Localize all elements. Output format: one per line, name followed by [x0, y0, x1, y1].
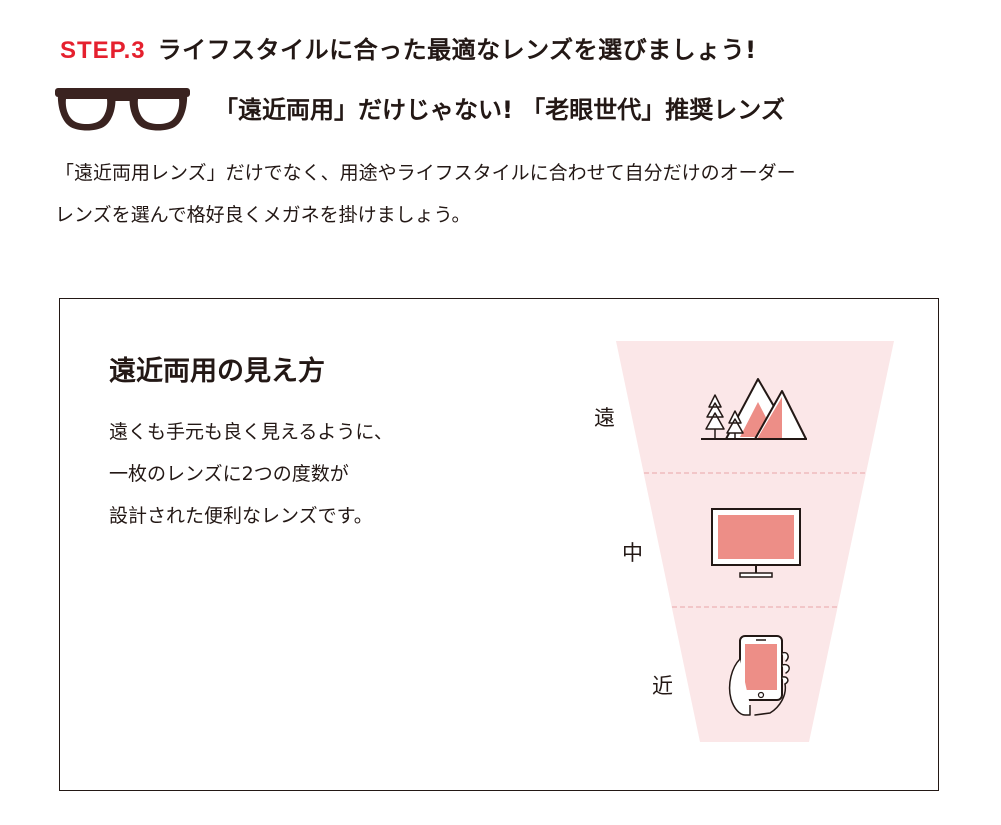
vision-zone-diagram	[616, 341, 894, 742]
panel-text: 遠くも手元も良く見えるように、 一枚のレンズに2つの度数が 設計された便利なレン…	[109, 411, 393, 537]
step-label: STEP.3	[60, 37, 146, 64]
panel-title: 遠近両用の見え方	[109, 356, 325, 387]
lens-explanation-panel: 遠近両用の見え方 遠くも手元も良く見えるように、 一枚のレンズに2つの度数が 設…	[59, 298, 939, 791]
intro-text: 「遠近両用レンズ」だけでなく、用途やライフスタイルに合わせて自分だけのオーダー …	[55, 152, 985, 236]
panel-line: 設計された便利なレンズです。	[109, 505, 373, 527]
panel-line: 遠くも手元も良く見えるように、	[109, 421, 393, 443]
mountain-icon	[701, 378, 807, 440]
smartphone-hand-icon	[728, 635, 790, 716]
near-label: 近	[652, 674, 673, 698]
step-heading: STEP.3 ライフスタイルに合った最適なレンズを選びましょう!	[60, 30, 757, 65]
intro-line: 「遠近両用レンズ」だけでなく、用途やライフスタイルに合わせて自分だけのオーダー	[55, 162, 796, 184]
subtitle: 「遠近両用」だけじゃない! 「老眼世代」推奨レンズ	[214, 96, 785, 124]
mid-label: 中	[622, 541, 643, 565]
intro-line: レンズを選んで格好良くメガネを掛けましょう。	[55, 204, 471, 226]
step-title: ライフスタイルに合った最適なレンズを選びましょう!	[157, 36, 757, 64]
glasses-icon	[55, 88, 190, 131]
panel-line: 一枚のレンズに2つの度数が	[109, 463, 349, 485]
far-label: 遠	[594, 406, 615, 430]
monitor-icon	[711, 508, 801, 578]
